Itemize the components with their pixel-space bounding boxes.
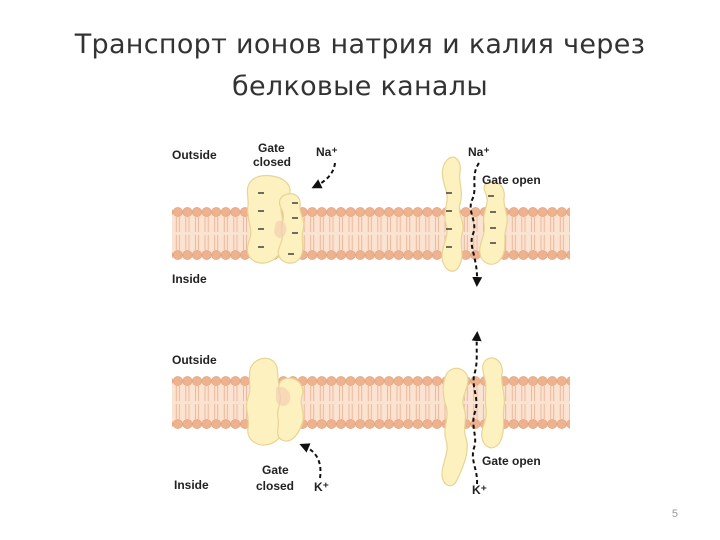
- top-gate-closed-line1: Gate: [258, 141, 285, 155]
- page-number: 5: [671, 508, 678, 520]
- top-ion-label-closed: Na⁺: [316, 145, 338, 159]
- top-outside-label: Outside: [172, 148, 217, 162]
- top-open-channel-right-subunit: [479, 181, 508, 265]
- top-closed-pore: [274, 220, 287, 238]
- top-open-channel: [441, 156, 508, 287]
- bottom-closed-channel: [245, 357, 322, 479]
- bottom-ion-label-open: K⁺: [472, 483, 487, 497]
- bottom-ion-label-closed: K⁺: [314, 480, 329, 494]
- top-gate-closed-line2: closed: [253, 155, 291, 169]
- bottom-gate-closed-line1: Gate: [262, 463, 289, 477]
- bottom-open-channel-left-subunit: [441, 367, 469, 487]
- top-open-charges: [446, 192, 496, 248]
- bottom-open-ion-path: [471, 331, 482, 485]
- bottom-gate-open-label: Gate open: [482, 454, 541, 468]
- bottom-membrane: [172, 375, 570, 431]
- top-open-channel-left-subunit: [441, 156, 464, 272]
- bottom-closed-ion-arrow: [299, 443, 322, 479]
- bottom-inside-label: Inside: [174, 478, 209, 492]
- top-inside-label: Inside: [172, 272, 207, 286]
- top-closed-channel-right-subunit: [277, 193, 305, 264]
- top-gate-open-label: Gate open: [482, 173, 541, 187]
- title-line-2: белковые каналы: [232, 71, 488, 102]
- slide-title: Транспорт ионов натрия и калия через бел…: [40, 24, 680, 108]
- top-panel: Outside Inside Gate closed Na⁺ Na⁺ Gate …: [172, 141, 570, 287]
- bottom-open-channel: [441, 331, 506, 487]
- top-ion-label-open: Na⁺: [468, 145, 490, 159]
- title-line-1: Транспорт ионов натрия и калия через: [74, 29, 646, 60]
- bottom-outside-label: Outside: [172, 353, 217, 367]
- bottom-open-channel-right-subunit: [481, 357, 506, 449]
- top-open-ion-path: [469, 162, 483, 287]
- bottom-gate-closed-line2: closed: [256, 479, 294, 493]
- top-membrane: [172, 206, 570, 262]
- top-closed-ion-arrow: [311, 162, 336, 189]
- top-closed-channel: [246, 162, 336, 264]
- top-closed-charges: [258, 192, 298, 255]
- bottom-closed-pore: [276, 386, 291, 406]
- bottom-panel: Outside Inside Gate closed K⁺ Gate open …: [172, 331, 570, 497]
